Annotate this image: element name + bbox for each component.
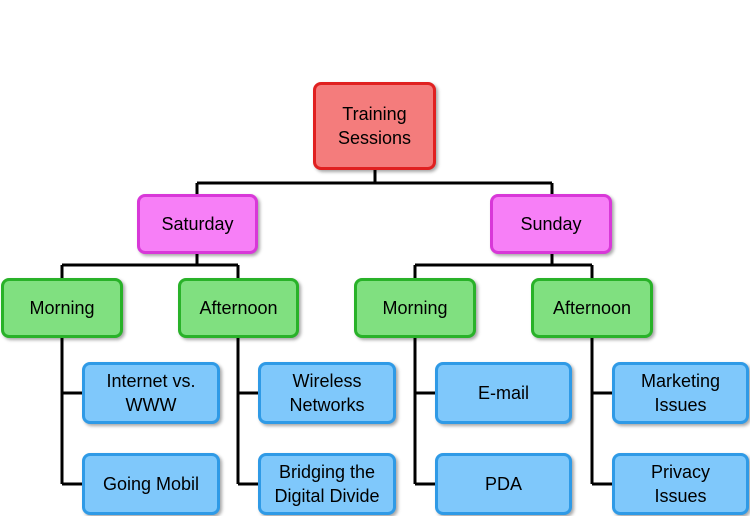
- root-node: Training Sessions: [313, 82, 436, 170]
- connector-sunday-periods: [413, 254, 594, 278]
- day-node-saturday: Saturday: [137, 194, 258, 254]
- session-node-wireless-networks: Wireless Networks: [258, 362, 396, 424]
- session-node-bridging-digital-divide: Bridging the Digital Divide: [258, 453, 396, 515]
- connector-sat-morning-sessions: [60, 338, 82, 486]
- session-node-pda: PDA: [435, 453, 572, 515]
- period-node-saturday-morning: Morning: [1, 278, 123, 338]
- session-node-going-mobil: Going Mobil: [82, 453, 220, 515]
- session-node-privacy-issues: Privacy Issues: [612, 453, 749, 515]
- connector-sat-afternoon-sessions: [236, 338, 258, 486]
- day-node-sunday: Sunday: [490, 194, 612, 254]
- connector-sun-afternoon-sessions: [590, 338, 612, 486]
- period-node-saturday-afternoon: Afternoon: [178, 278, 299, 338]
- session-node-internet-vs-www: Internet vs. WWW: [82, 362, 220, 424]
- session-node-e-mail: E-mail: [435, 362, 572, 424]
- session-node-marketing-issues: Marketing Issues: [612, 362, 749, 424]
- connector-saturday-periods: [60, 254, 240, 278]
- period-node-sunday-morning: Morning: [354, 278, 476, 338]
- period-node-sunday-afternoon: Afternoon: [531, 278, 653, 338]
- connector-root-days: [195, 170, 554, 194]
- connector-sun-morning-sessions: [413, 338, 435, 486]
